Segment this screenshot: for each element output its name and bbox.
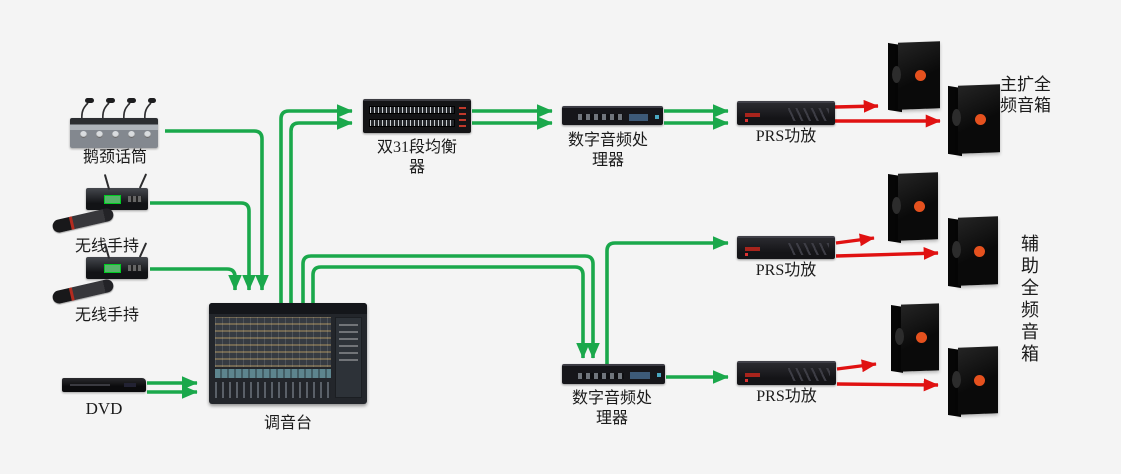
amp-logo — [744, 372, 760, 377]
processor-display — [628, 113, 648, 121]
amp-top-label: PRS功放 — [755, 128, 817, 145]
equalizer-sliders-row — [369, 106, 455, 114]
equalizer-leds — [459, 107, 466, 127]
processor-ports — [578, 372, 624, 379]
equalizer — [363, 99, 471, 133]
receiver-display — [104, 264, 121, 273]
speaker-dot — [915, 70, 927, 82]
speaker-dot — [915, 332, 927, 343]
knob-icon — [128, 131, 135, 138]
speaker-port — [892, 197, 901, 215]
mixer-label: 调音台 — [263, 415, 312, 432]
wireless-handheld-2-label: 无线手持 — [74, 307, 139, 324]
amp-bottom-label: PRS功放 — [756, 388, 817, 405]
digital-processor-bottom — [562, 364, 665, 384]
speaker-dot — [974, 375, 985, 387]
mixer-master-section — [335, 317, 362, 398]
amp-mid-label: PRS功放 — [755, 262, 817, 279]
digital-processor-bottom-label-line1: 数字音频处 — [571, 390, 652, 407]
processor-led — [656, 373, 661, 378]
line-processor-bottom-to-amp-mid — [605, 236, 729, 364]
line-wireless2-to-mixer — [150, 267, 242, 291]
line-gooseneck-to-mixer — [165, 129, 269, 291]
speakers-main-label-line2: 频音箱 — [1000, 96, 1051, 115]
line-wireless1-to-mixer — [150, 201, 256, 291]
speakers-main-label-line1: 主扩全 — [1000, 75, 1051, 94]
speaker-aux-4 — [948, 346, 998, 418]
dvd-label: DVD — [85, 399, 123, 418]
mixer-meter-row — [215, 369, 331, 378]
line-amp-top-to-speaker-main-1 — [834, 99, 879, 113]
amp-power-led — [744, 118, 748, 122]
speaker-port — [892, 66, 902, 84]
receiver-buttons — [128, 265, 142, 271]
processor-display — [629, 371, 650, 379]
gooseneck-mic-label: 鹅颈话筒 — [82, 149, 147, 166]
mixer — [209, 303, 367, 404]
processor-led — [654, 114, 659, 119]
speakers-main-label: 主扩全 频音箱 — [1000, 74, 1066, 116]
line-amp-bottom-to-speaker-aux-4 — [836, 378, 939, 392]
amp-logo — [744, 112, 760, 117]
wireless-receiver-1 — [86, 173, 148, 210]
knob-icon — [112, 131, 119, 138]
digital-processor-top — [562, 106, 663, 125]
wireless-receiver-2 — [86, 242, 148, 279]
speaker-dot — [974, 245, 985, 257]
equalizer-sliders-row — [369, 119, 455, 127]
gooseneck-mic-unit — [70, 118, 158, 148]
speaker-main-2 — [948, 84, 1000, 157]
equalizer-label-line1: 双31段均衡 — [376, 139, 457, 156]
speaker-aux-1 — [888, 172, 938, 244]
mixer-faders — [215, 382, 331, 398]
line-amp-mid-to-speaker-aux-1 — [835, 233, 875, 247]
digital-processor-bottom-label-line2: 理器 — [595, 410, 628, 427]
dvd-player — [62, 378, 146, 392]
knob-icon — [144, 131, 151, 138]
gooseneck-mics-icon — [81, 98, 156, 120]
amp-power-led — [744, 253, 748, 257]
speakers-aux-label: 辅助全频音箱 — [1019, 234, 1039, 366]
line-mixer-to-equalizer-b — [289, 116, 353, 303]
digital-processor-top-label-line1: 数字音频处 — [567, 132, 648, 149]
speaker-dot — [914, 201, 925, 213]
mixer-top-panel — [209, 303, 367, 314]
line-mixer-to-processor-bottom-a — [301, 254, 600, 359]
knob-icon — [80, 131, 87, 138]
amp-vents — [788, 367, 831, 381]
equalizer-label-line2: 器 — [408, 159, 425, 176]
receiver-display — [104, 195, 121, 204]
line-amp-mid-to-speaker-aux-2 — [835, 246, 939, 260]
amp-logo — [744, 247, 760, 252]
processor-ports — [578, 114, 623, 121]
knob-icon — [96, 131, 103, 138]
amp-power-led — [744, 378, 748, 382]
receiver-buttons — [128, 196, 142, 202]
speaker-aux-2 — [948, 216, 998, 289]
speaker-port — [952, 109, 962, 127]
speaker-port — [952, 371, 961, 389]
line-amp-bottom-to-speaker-aux-3 — [836, 359, 877, 373]
line-mixer-to-processor-bottom-b — [311, 265, 590, 359]
amp-top — [737, 101, 835, 125]
amp-vents — [787, 107, 830, 121]
line-mixer-to-equalizer-a — [279, 104, 353, 303]
speaker-port — [894, 327, 904, 345]
digital-processor-top-label-line2: 理器 — [591, 152, 624, 169]
amp-bottom — [737, 361, 836, 385]
mixer-channel-strips — [215, 317, 331, 367]
speaker-main-1 — [888, 41, 940, 113]
amp-vents — [787, 242, 830, 255]
speaker-dot — [975, 113, 987, 125]
speaker-port — [952, 241, 961, 259]
amp-mid — [737, 236, 835, 259]
speaker-aux-3 — [891, 303, 939, 374]
